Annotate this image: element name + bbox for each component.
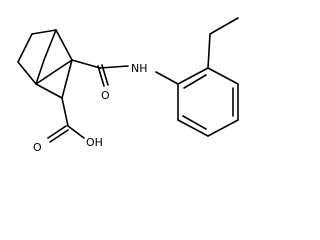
- ring-bond-6: [177, 67, 209, 85]
- bridge-bond-bottom: [35, 59, 45, 85]
- bond-nitrogen-aryl: [155, 71, 179, 85]
- ring-inner-double-1: [182, 115, 207, 130]
- amide-oxygen-label: O: [101, 89, 110, 102]
- phenyl-ring: [177, 67, 239, 137]
- bridge-bond-top: [43, 29, 57, 61]
- acid-double-bond-b: [49, 129, 69, 143]
- chemical-structure-diagram: NH O O OH: [17, 17, 239, 154]
- bond-ch2-ch3: [209, 17, 239, 35]
- ring-bond-2: [177, 119, 209, 137]
- amide-group: [71, 59, 179, 87]
- bond-c4-c6: [61, 59, 73, 99]
- amide-double-bond-a: [97, 65, 105, 87]
- bond-c2-c3: [31, 29, 57, 35]
- ring-bond-5: [207, 67, 239, 85]
- hydroxyl-label: OH: [86, 136, 103, 149]
- ring-bond-3: [207, 119, 239, 137]
- amide-nitrogen-label: NH: [131, 62, 148, 75]
- acid-double-bond-a: [47, 125, 67, 139]
- acid-oxygen-label: O: [33, 141, 42, 154]
- ring-inner-double-3: [183, 74, 207, 89]
- bond-c1-c2: [17, 33, 33, 63]
- bond-amide-carbon-nitrogen: [99, 65, 129, 69]
- bond-c5-c6: [35, 83, 63, 99]
- bond-ring-ch2: [207, 33, 211, 69]
- bond-c3-c4: [55, 29, 73, 61]
- ethyl-group: [207, 17, 239, 69]
- bond-c4-amide-carbon: [71, 59, 101, 69]
- bicyclic-core: [17, 29, 73, 99]
- bond-c5-c4: [35, 59, 73, 85]
- carboxylic-acid-group: [47, 97, 85, 143]
- bond-acid-hydroxyl: [67, 125, 85, 139]
- bond-c6-acid-carbon: [61, 97, 69, 127]
- bond-c1-c5: [17, 61, 37, 85]
